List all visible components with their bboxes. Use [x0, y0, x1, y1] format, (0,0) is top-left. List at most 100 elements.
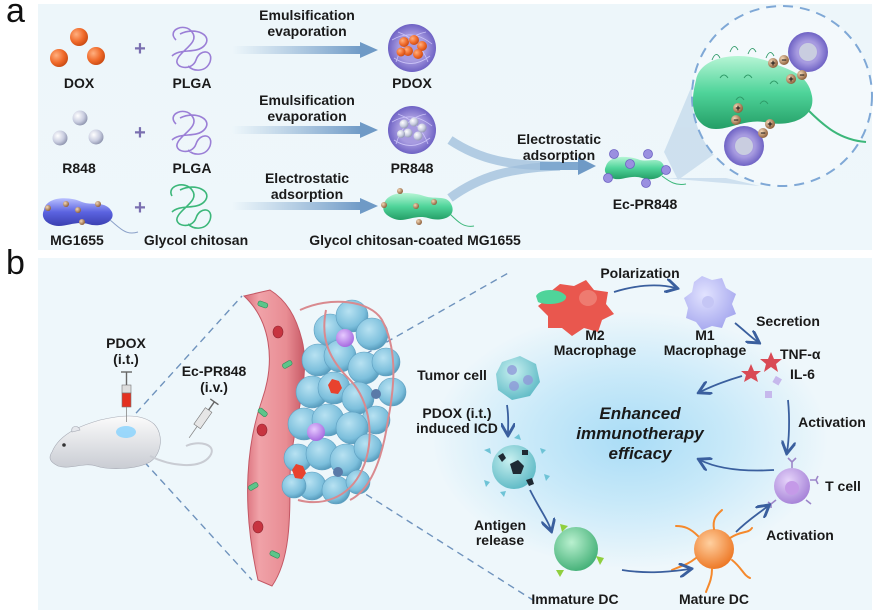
polymer-label-glycol-chitosan: Glycol chitosan	[143, 232, 249, 248]
mg1655-bacteria-icon	[42, 198, 139, 234]
svg-text:+: +	[735, 103, 740, 113]
converging-arrow	[447, 136, 596, 202]
plus-icon: +	[134, 197, 146, 219]
t-cell-icon	[767, 457, 819, 508]
process-arrow-2	[232, 122, 378, 138]
svg-text:+: +	[788, 74, 793, 84]
m1-label-line2: Macrophage	[663, 342, 747, 358]
ec-pr848-route-label: (i.v.)	[200, 379, 228, 395]
ec-pr848-injection-label: Ec-PR848	[181, 363, 247, 379]
tcell-to-efficacy-arrow	[700, 460, 775, 472]
dc-maturation-arrow	[621, 569, 690, 572]
pdox-injection-label: PDOX	[106, 335, 146, 351]
cytokine-to-efficacy-arrow	[700, 375, 743, 392]
syringe-ec-pr848-icon	[188, 398, 219, 439]
secretion-arrow	[734, 322, 758, 342]
secretion-label: Secretion	[756, 313, 820, 329]
process-arrow-3	[232, 198, 378, 214]
process-label-line2: evaporation	[267, 108, 347, 124]
svg-text:−: −	[760, 128, 765, 138]
m2-macrophage-icon	[536, 280, 614, 336]
center-label-line1: Enhanced	[599, 404, 681, 423]
antigen-label-line1: Antigen	[473, 517, 527, 533]
process-label-line1: Electrostatic	[264, 170, 350, 186]
il-6-icon	[765, 375, 782, 398]
center-label-line3: efficacy	[608, 444, 672, 463]
pdox-nanoparticle-icon	[388, 24, 436, 72]
syringe-pdox-icon	[121, 371, 132, 422]
immature-dc-icon	[554, 524, 604, 577]
svg-text:−: −	[799, 70, 804, 80]
polymer-label-plga: PLGA	[172, 160, 212, 176]
polarization-arrow	[613, 285, 676, 292]
dox-molecules-icon	[50, 28, 105, 67]
tumor-cell-icon	[496, 356, 540, 400]
charge-pair-icon: + − + − + − + −	[731, 55, 807, 138]
plga-polymer-icon	[171, 110, 212, 155]
tnf-alpha-icon	[741, 352, 782, 382]
inset-nanoparticle-icon	[724, 126, 764, 166]
icd-tumor-cell-icon	[484, 434, 550, 497]
center-label-line2: immunotherapy	[576, 424, 704, 443]
icd-label-line1: PDOX (i.t.)	[422, 405, 492, 421]
product-label-pdox: PDOX	[392, 75, 432, 91]
dc-activation-arrow	[735, 506, 768, 533]
tnf-alpha-label: TNF-α	[780, 346, 821, 362]
reagent-label-mg1655: MG1655	[50, 232, 104, 248]
glycol-chitosan-polymer-icon	[170, 184, 212, 229]
svg-text:+: +	[767, 119, 772, 129]
reagent-label-dox: DOX	[63, 75, 95, 91]
m1-label-line1: M1	[695, 327, 715, 343]
panel-b-label: b	[6, 244, 25, 282]
product-label-pr848: PR848	[390, 160, 434, 176]
t-cell-label: T cell	[825, 478, 861, 494]
coated-mg1655-bacteria-icon	[381, 188, 475, 227]
panel-a-label: a	[6, 0, 25, 30]
pr848-nanoparticle-icon	[388, 106, 436, 154]
process-label-line2: evaporation	[267, 23, 347, 39]
polarization-label: Polarization	[600, 265, 680, 281]
m2-label-line1: M2	[585, 327, 605, 343]
pdox-route-label: (i.t.)	[113, 351, 139, 367]
combine-process-line1: Electrostatic	[516, 131, 602, 147]
antigen-release-arrow	[529, 489, 551, 530]
icd-arrow	[507, 404, 508, 434]
mature-dc-icon	[671, 509, 753, 593]
process-arrow-1	[232, 42, 378, 58]
immature-dc-label: Immature DC	[531, 591, 619, 607]
process-label-line1: Emulsification	[259, 7, 355, 23]
m2-label-line2: Macrophage	[553, 342, 637, 358]
svg-text:−: −	[781, 55, 786, 65]
plus-icon: +	[134, 38, 146, 60]
plga-polymer-icon	[171, 26, 212, 71]
final-product-label: Ec-PR848	[612, 196, 678, 212]
reagent-label-r848: R848	[62, 160, 96, 176]
process-label-line1: Emulsification	[259, 92, 355, 108]
center-glow	[430, 310, 830, 570]
svg-text:−: −	[733, 115, 738, 125]
plus-icon: +	[134, 122, 146, 144]
mature-dc-label: Mature DC	[678, 591, 749, 607]
product-label-coated-mg1655: Glycol chitosan-coated MG1655	[309, 232, 521, 248]
combine-process-line2: adsorption	[522, 147, 596, 163]
tumor-mass-icon	[281, 299, 407, 505]
il-6-label: IL-6	[790, 366, 815, 382]
r848-molecules-icon	[52, 110, 104, 146]
process-label-line2: adsorption	[270, 186, 344, 202]
tumor-cell-label: Tumor cell	[417, 367, 487, 383]
m1-macrophage-icon	[684, 276, 736, 330]
mouse-icon	[49, 415, 213, 469]
ec-pr848-icon	[603, 149, 687, 188]
antigen-label-line2: release	[475, 532, 525, 548]
svg-text:+: +	[770, 58, 775, 68]
inset-bacteria-icon	[692, 46, 867, 143]
cytokine-activation-label: Activation	[798, 414, 866, 430]
polymer-label-plga: PLGA	[172, 75, 212, 91]
dc-activation-label: Activation	[766, 527, 834, 543]
icd-label-line2: induced ICD	[416, 420, 498, 436]
cytokine-activation-arrow	[787, 399, 789, 452]
cycle-arrows	[507, 285, 789, 572]
inset-nanoparticle-icon	[788, 32, 828, 72]
